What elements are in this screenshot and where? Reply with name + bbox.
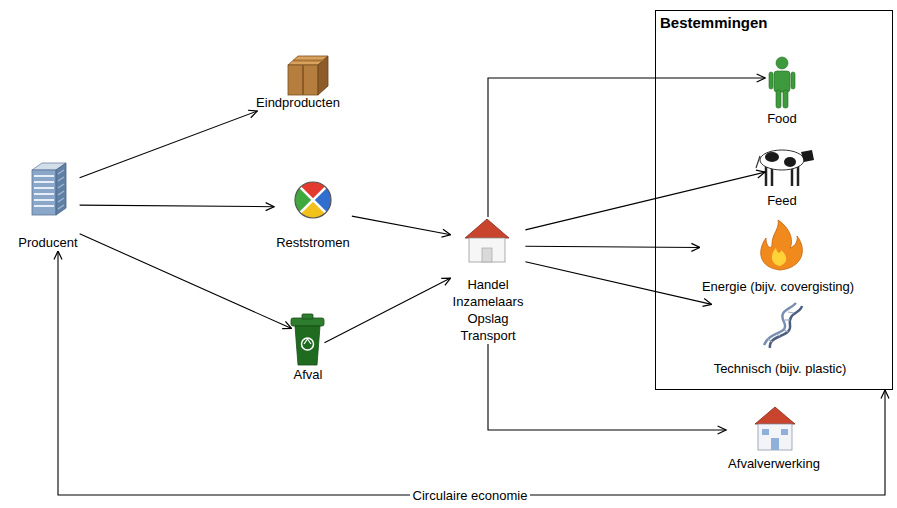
icon-node: Afvalverwerking (726, 405, 822, 472)
house-icon (755, 407, 795, 450)
icon-node: Producent (16, 162, 79, 251)
icon-node: Handel Inzamelaars Opslag Transport (451, 217, 526, 344)
icon-node: Afval (292, 312, 325, 383)
icon-node: Reststromen (274, 180, 352, 251)
cow-icon (756, 150, 814, 186)
cardboard-box-icon (288, 56, 328, 95)
node-label: Reststromen (274, 234, 352, 251)
flow-arrow (80, 234, 292, 329)
node-label: Energie (bijv. covergisting) (700, 278, 856, 295)
node-label: Handel Inzamelaars Opslag Transport (453, 276, 524, 344)
icon-node: Eindproducten (254, 54, 342, 111)
group-heading: Bestemmingen (660, 14, 888, 32)
node-label: Feed (765, 192, 799, 209)
icon-node: Food (765, 56, 799, 127)
flow-arrow (352, 216, 451, 235)
node-label: Producent (16, 234, 79, 251)
flow-arrow (525, 246, 699, 247)
flow-arrow (58, 251, 885, 495)
node-label: Eindproducten (254, 94, 342, 111)
node-label: Food (765, 110, 799, 127)
flow-arrow (525, 262, 711, 305)
person-icon (769, 57, 795, 108)
trash-bin-icon (291, 314, 324, 365)
icon-node: Energie (bijv. covergisting) (700, 218, 856, 295)
flow-arrow (324, 278, 450, 343)
flow-arrow (488, 344, 726, 430)
icon-node: Technisch (bijv. plastic) (712, 301, 849, 377)
house-icon (465, 219, 509, 262)
node-label: Technisch (bijv. plastic) (712, 360, 849, 377)
node-label: Afvalverwerking (726, 455, 822, 472)
flow-arrow (80, 205, 275, 207)
group-box: BestemmingenFoodFeedEnergie (bijv. cover… (655, 10, 893, 390)
building-icon (32, 163, 66, 215)
node-label: Afval (292, 366, 325, 383)
flow-arrow (525, 172, 765, 230)
flow-arrow (80, 111, 258, 178)
edge-label: Circulaire economie (410, 488, 531, 503)
ball-icon (295, 182, 331, 218)
dna-icon (764, 303, 802, 348)
flow-arrow (488, 78, 765, 217)
fire-icon (761, 220, 803, 270)
icon-node: Feed (765, 140, 799, 209)
